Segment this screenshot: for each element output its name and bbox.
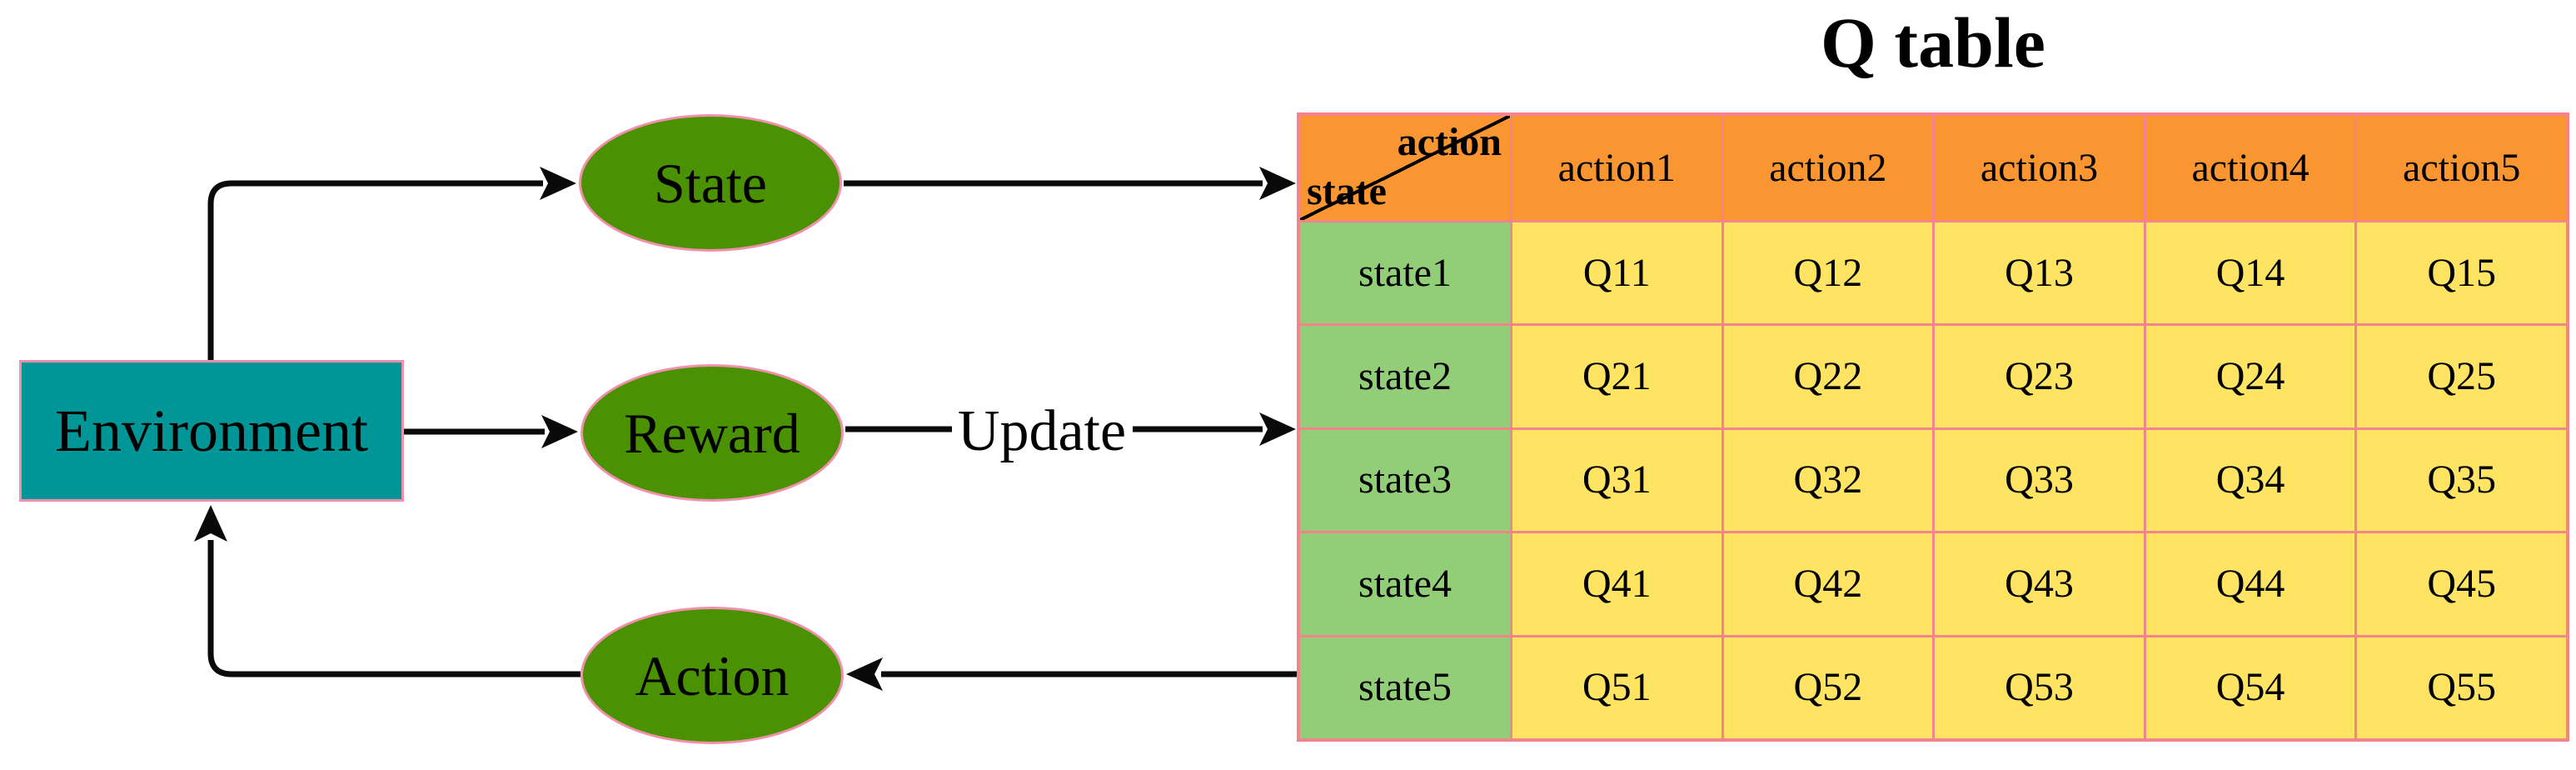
arrow-action-to-environment [207, 540, 580, 678]
qtable-cell-q25: Q25 [2357, 326, 2566, 428]
qtable-cell-q22: Q22 [1723, 326, 1933, 428]
arrowhead-reward [541, 415, 578, 448]
arrow-environment-to-state [207, 180, 543, 360]
qtable-cell-q33: Q33 [1935, 429, 2144, 532]
qtable-cell-q12: Q12 [1723, 222, 1933, 324]
corner-action-label: action [1397, 120, 1502, 164]
arrow-lines [207, 180, 1297, 678]
corner-state-label: state [1307, 169, 1387, 213]
qtable-cell-q52: Q52 [1723, 637, 1933, 738]
qtable-cell-q34: Q34 [2145, 429, 2355, 532]
qtable-header-action1: action1 [1512, 116, 1721, 220]
state-label: State [654, 151, 767, 215]
qtable-cell-q42: Q42 [1723, 533, 1933, 635]
qtable-cell-q32: Q32 [1723, 429, 1933, 532]
qtable: action state action1 action2 action3 act… [1297, 112, 2569, 742]
environment-label: Environment [55, 398, 368, 464]
reward-node: Reward [580, 364, 844, 502]
qtable-header-action4: action4 [2145, 116, 2355, 220]
qtable-cell-q11: Q11 [1512, 222, 1721, 324]
arrowhead-environment [194, 505, 227, 542]
qtable-cell-q53: Q53 [1935, 637, 2144, 738]
qtable-cell-q51: Q51 [1512, 637, 1721, 738]
qtable-cell-q41: Q41 [1512, 533, 1721, 635]
qtable-title: Q table [1821, 2, 2045, 82]
qtable-cell-q45: Q45 [2357, 533, 2566, 635]
environment-box: Environment [19, 360, 404, 502]
qtable-cell-q31: Q31 [1512, 429, 1721, 532]
arrowhead-qtable-mid [1259, 412, 1296, 446]
action-label: Action [635, 643, 790, 708]
qtable-rowheader-state1: state1 [1300, 222, 1510, 324]
qtable-header-action2: action2 [1723, 116, 1933, 220]
arrowhead-state [540, 167, 576, 200]
qtable-cell-q24: Q24 [2145, 326, 2355, 428]
qtable-rowheader-state2: state2 [1300, 326, 1510, 428]
update-label: Update [957, 399, 1127, 463]
action-node: Action [580, 607, 844, 744]
qtable-rowheader-state5: state5 [1300, 637, 1510, 738]
qtable-rowheader-state4: state4 [1300, 533, 1510, 635]
qtable-rowheader-state3: state3 [1300, 429, 1510, 532]
qtable-header-action5: action5 [2357, 116, 2566, 220]
qtable-cell-q35: Q35 [2357, 429, 2566, 532]
qtable-cell-q54: Q54 [2145, 637, 2355, 738]
arrowhead-action [846, 658, 883, 691]
qtable-cell-q21: Q21 [1512, 326, 1721, 428]
qtable-cell-q55: Q55 [2357, 637, 2566, 738]
qtable-cell-q44: Q44 [2145, 533, 2355, 635]
qtable-corner-cell: action state [1300, 116, 1510, 220]
arrowhead-qtable-top [1259, 167, 1296, 200]
reward-label: Reward [624, 401, 800, 465]
qtable-cell-q23: Q23 [1935, 326, 2144, 428]
qtable-cell-q15: Q15 [2357, 222, 2566, 324]
qtable-cell-q13: Q13 [1935, 222, 2144, 324]
qtable-cell-q43: Q43 [1935, 533, 2144, 635]
qtable-cell-q14: Q14 [2145, 222, 2355, 324]
qtable-header-action3: action3 [1935, 116, 2144, 220]
state-node: State [579, 114, 842, 252]
arrow-heads [194, 167, 1296, 691]
